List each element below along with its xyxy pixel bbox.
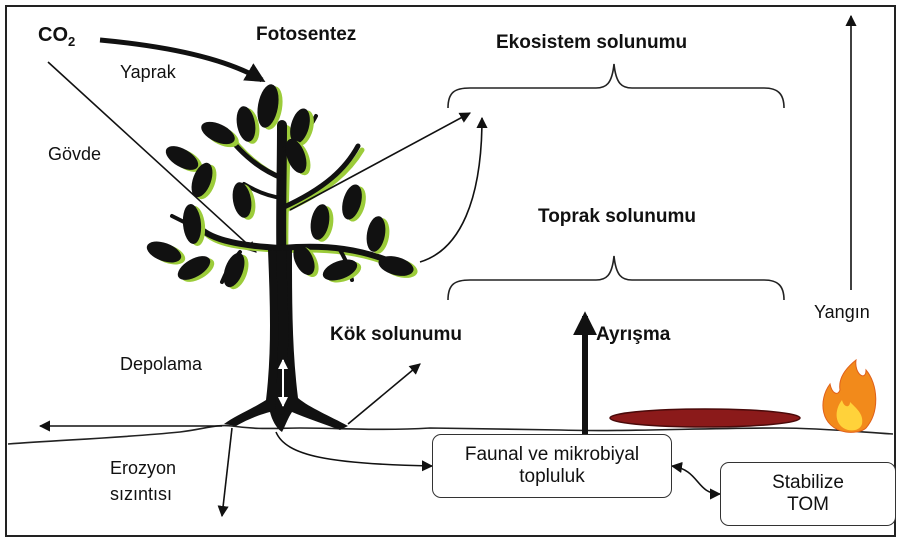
ecosystem-respiration-label: Ekosistem solunumu bbox=[496, 32, 687, 54]
stable-line2: TOM bbox=[721, 494, 895, 516]
roots-to-community-arrow bbox=[276, 432, 432, 466]
community-line2: topluluk bbox=[433, 466, 671, 488]
stable-tom-box: Stabilize TOM bbox=[720, 462, 896, 526]
community-line1: Faunal ve mikrobiyal bbox=[433, 444, 671, 466]
ecosystem-brace bbox=[448, 64, 784, 108]
soil-brace bbox=[448, 256, 784, 300]
tree-illustration bbox=[144, 83, 420, 432]
fire-label: Yangın bbox=[814, 302, 870, 323]
decomposition-label: Ayrışma bbox=[596, 324, 670, 346]
erosion-label: Erozyon bbox=[110, 458, 176, 479]
photosynthesis-label: Fotosentez bbox=[256, 24, 356, 46]
stable-line1: Stabilize bbox=[721, 472, 895, 494]
leaf-litter bbox=[610, 409, 800, 427]
soil-respiration-label: Toprak solunumu bbox=[538, 206, 696, 228]
root-respiration-arrow bbox=[348, 364, 420, 424]
stem-respiration-arrow bbox=[290, 113, 470, 210]
community-tom-arrow bbox=[672, 466, 720, 494]
co2-label: CO2 bbox=[38, 24, 75, 49]
stem-label: Gövde bbox=[48, 144, 101, 165]
leaching-label: sızıntısı bbox=[110, 484, 172, 505]
root-respiration-label: Kök solunumu bbox=[330, 324, 462, 346]
root-to-ecosystem-arrow bbox=[420, 118, 482, 262]
storage-label: Depolama bbox=[120, 354, 202, 375]
erosion-arrow bbox=[222, 428, 232, 516]
community-box: Faunal ve mikrobiyal topluluk bbox=[432, 434, 672, 498]
leaf-label: Yaprak bbox=[120, 62, 176, 83]
fire-icon bbox=[823, 360, 876, 432]
